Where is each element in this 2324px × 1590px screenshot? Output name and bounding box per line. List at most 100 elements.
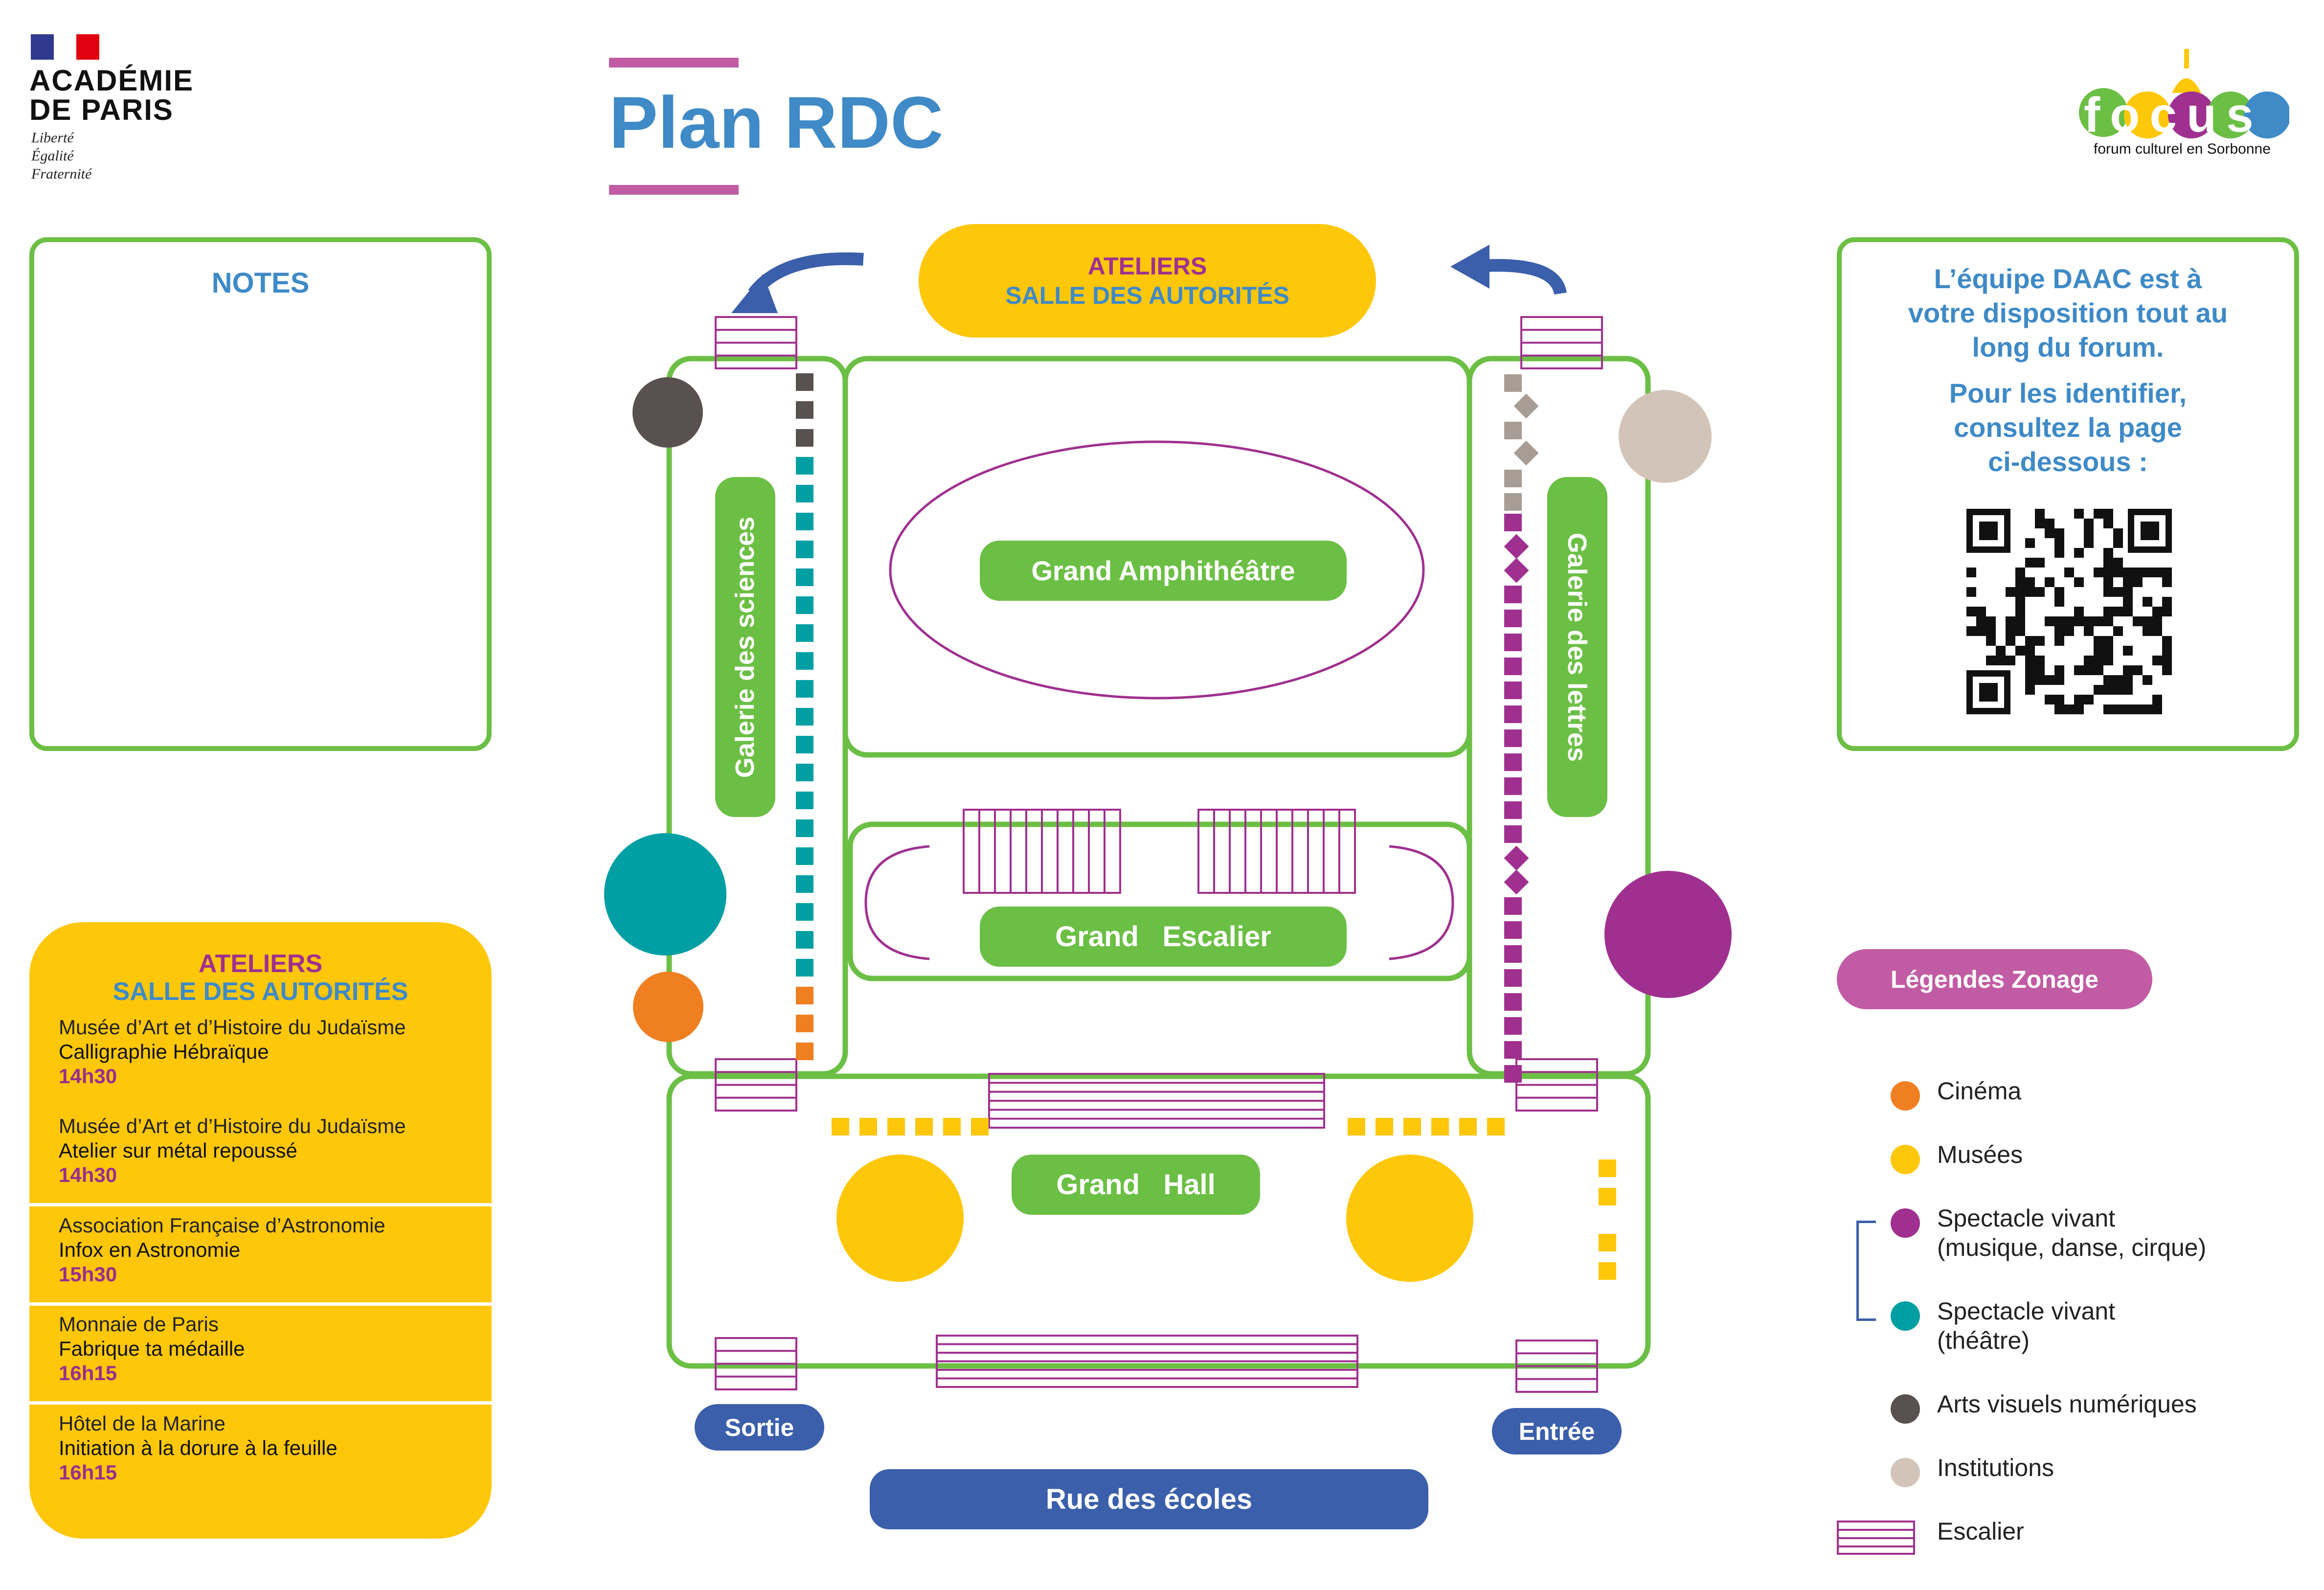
- zone-marker: [1504, 658, 1522, 675]
- ateliers-list-title2: SALLE DES AUTORITÉS: [113, 977, 408, 1006]
- grand-escalier-label[interactable]: Grand Escalier: [980, 907, 1347, 967]
- logo-line1: ACADÉMIE: [29, 64, 194, 97]
- atelier-event-title: Atelier sur métal repoussé: [59, 1139, 297, 1162]
- legend-label: Spectacle vivant (musique, danse, cirque…: [1937, 1204, 2207, 1261]
- zone-marker: [796, 792, 813, 809]
- arrow-right-icon: [1469, 259, 1567, 295]
- legend-label: Musées: [1937, 1141, 2023, 1168]
- ateliers-list-box: ATELIERS SALLE DES AUTORITÉS Musée d’Art…: [29, 922, 492, 1539]
- zone-marker: [1504, 514, 1522, 531]
- zone-marker: [1504, 1065, 1522, 1083]
- focus-dome-icon: [2079, 49, 2291, 138]
- focus-word: focus: [2084, 88, 2263, 142]
- zone-marker: [915, 1118, 933, 1136]
- zone-marker: [1504, 753, 1522, 771]
- zone-marker: [943, 1118, 961, 1136]
- notes-box[interactable]: [29, 237, 492, 751]
- atelier-event-org: Musée d’Art et d’Histoire du Judaïsme: [59, 1114, 406, 1137]
- musee-marker-right[interactable]: [1346, 1155, 1473, 1282]
- ateliers-top-pill[interactable]: ATELIERS SALLE DES AUTORITÉS: [919, 224, 1376, 338]
- atelier-event-org: Monnaie de Paris: [59, 1313, 219, 1336]
- zone-marker: [796, 485, 813, 502]
- entree-button[interactable]: Entrée: [1492, 1408, 1622, 1454]
- daac-line4: Pour les identifier,: [1949, 378, 2187, 409]
- grand-amphi-label[interactable]: Grand Amphithéâtre: [980, 541, 1347, 601]
- zone-marker: [796, 875, 813, 893]
- zone-marker: [796, 1015, 813, 1032]
- theatre-marker[interactable]: [604, 833, 726, 955]
- galerie-sciences-pill[interactable]: Galerie des sciences: [715, 477, 775, 817]
- zone-marker: [796, 652, 813, 670]
- cinema-marker[interactable]: [633, 972, 703, 1042]
- zone-marker: [1348, 1118, 1365, 1136]
- zone-marker: [796, 931, 813, 949]
- ateliers-list-title1: ATELIERS: [198, 950, 323, 978]
- zone-marker: [1504, 869, 1529, 895]
- motto-2: Égalité: [31, 148, 74, 164]
- legend-label: Cinéma: [1937, 1077, 2022, 1105]
- atelier-event-time: 15h30: [59, 1263, 117, 1286]
- zone-marker: [796, 680, 813, 698]
- french-flag-icon: [31, 34, 100, 60]
- musee-marker-left[interactable]: [836, 1155, 964, 1282]
- stair-icon: [988, 1073, 1325, 1129]
- zone-marker: [1504, 610, 1522, 627]
- atelier-event-time: 14h30: [59, 1065, 117, 1088]
- zone-marker: [796, 847, 813, 865]
- zone-marker: [796, 541, 813, 558]
- zone-marker: [1504, 705, 1522, 723]
- zone-marker: [1504, 1041, 1522, 1059]
- notes-title: NOTES: [211, 267, 310, 299]
- atelier-event-org: Musée d’Art et d’Histoire du Judaïsme: [59, 1016, 406, 1039]
- motto-1: Liberté: [31, 130, 74, 146]
- sortie-button[interactable]: Sortie: [695, 1404, 824, 1451]
- legend-dot-icon: [1891, 1394, 1920, 1424]
- zone-marker: [1504, 993, 1522, 1011]
- event-separator: [29, 1302, 492, 1306]
- escalier-curve-left: [864, 845, 930, 960]
- spectacle-vivant-marker[interactable]: [1604, 871, 1732, 998]
- qr-code-icon[interactable]: [1966, 509, 2172, 714]
- zone-marker: [1513, 440, 1539, 466]
- zone-marker: [796, 959, 813, 977]
- zone-marker: [796, 987, 813, 1004]
- zone-marker: [832, 1118, 849, 1136]
- focus-sub: forum culturel en Sorbonne: [2094, 141, 2271, 157]
- ateliers-top-title2: SALLE DES AUTORITÉS: [1005, 282, 1289, 309]
- galerie-lettres-pill[interactable]: Galerie des lettres: [1547, 477, 1607, 817]
- daac-line5: consultez la page: [1954, 412, 2182, 443]
- zone-marker: [796, 513, 813, 530]
- stair-icon: [715, 1337, 797, 1390]
- galerie-lettres-label: Galerie des lettres: [1562, 532, 1592, 762]
- event-separator: [29, 1401, 492, 1405]
- zone-marker: [1504, 374, 1522, 392]
- atelier-event-org: Hôtel de la Marine: [59, 1412, 226, 1435]
- legend-label: Spectacle vivant (théâtre): [1937, 1297, 2116, 1354]
- motto-3: Fraternité: [31, 166, 92, 182]
- atelier-event-org: Association Française d’Astronomie: [59, 1214, 385, 1237]
- amphitheatre-ellipse: [889, 440, 1425, 700]
- zone-marker: [1504, 969, 1522, 987]
- zone-marker: [971, 1118, 989, 1136]
- institutions-marker[interactable]: [1619, 390, 1712, 483]
- arts-numeriques-marker[interactable]: [632, 377, 703, 448]
- legend-bracket: [1856, 1221, 1876, 1321]
- page-title: Plan RDC: [609, 81, 944, 163]
- zone-marker: [1504, 634, 1522, 651]
- legend-dot-icon: [1891, 1145, 1920, 1174]
- daac-text: L’équipe DAAC est à votre disposition to…: [1837, 262, 2299, 479]
- legend-label: Institutions: [1937, 1454, 2054, 1481]
- grand-hall-label[interactable]: Grand Hall: [1012, 1155, 1260, 1215]
- zone-marker: [796, 568, 813, 586]
- zone-marker: [1459, 1118, 1477, 1136]
- zone-marker: [887, 1118, 905, 1136]
- atelier-event-title: Infox en Astronomie: [59, 1238, 241, 1261]
- zone-marker: [1504, 945, 1522, 963]
- stair-icon: [1197, 809, 1356, 894]
- title-bar-bottom: [609, 185, 739, 195]
